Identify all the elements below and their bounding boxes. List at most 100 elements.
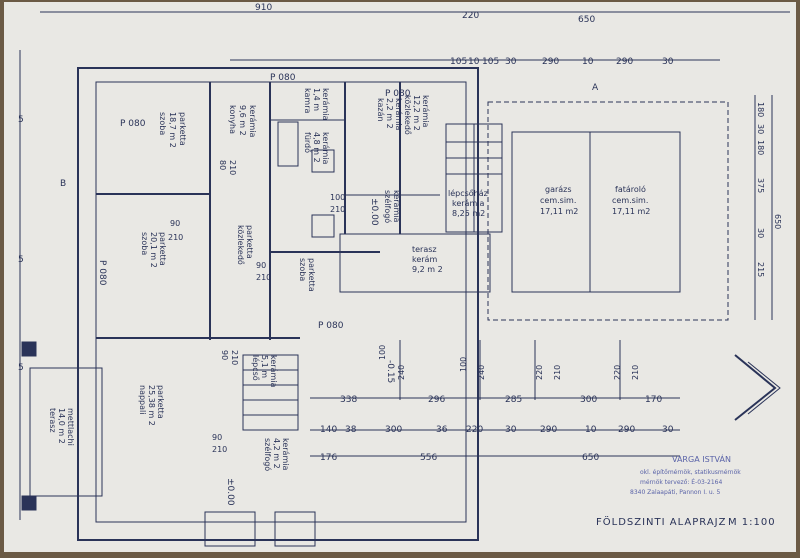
dim-right-30b: 30 <box>756 228 765 238</box>
door-1-w: 90 <box>170 219 180 228</box>
door-3-w: 90 <box>212 433 222 442</box>
room-szoba3-floor: parketta <box>307 258 316 292</box>
stamp-line3: 8340 Zalaapáti, Pannon I. u. 5 <box>630 489 721 496</box>
dim-top-105a: 105 <box>450 57 467 67</box>
room-szoba1-name: szoba <box>158 112 167 135</box>
column-2 <box>21 495 37 511</box>
terrace2-outline <box>339 233 491 293</box>
door-1-h: 210 <box>168 233 183 242</box>
dim-b2-10: 10 <box>585 425 597 435</box>
room-kazan-floor: kerámia <box>394 98 403 130</box>
room-lepcso-floor: kerámia <box>269 355 278 387</box>
room-kamra-name: kamra <box>303 88 312 113</box>
entry-steps-1 <box>204 511 256 547</box>
column-1 <box>21 341 37 357</box>
room-fatarolo-area: 17,11 m2 <box>612 207 650 216</box>
room-lepcso-name: lépcső <box>251 355 261 381</box>
dim-vert-210a: 210 <box>553 365 562 380</box>
section-marker-b: B <box>60 179 66 189</box>
stamp-line1: okl. építőmérnök, statikusmérnök <box>640 469 741 476</box>
dim-vert-220b: 220 <box>613 365 622 380</box>
stamp-name: VARGA ISTVÁN <box>672 453 731 464</box>
dim-right-215: 215 <box>756 262 765 277</box>
room-furdo-floor: kerámia <box>321 132 330 164</box>
dim-vert-100b: 100 <box>459 357 468 372</box>
dim-top-30a: 30 <box>505 57 517 67</box>
dim-b2-300: 300 <box>385 425 402 435</box>
room-lepcsohaz-floor: kerámia <box>452 199 484 208</box>
door-5-w: 90 <box>220 350 229 360</box>
outer-wall <box>77 67 479 541</box>
stamp-line2: mérnök tervező: É-03-2164 <box>640 478 722 486</box>
room-kozlekedo2-floor: parketta <box>245 225 254 259</box>
room-fatarolo-floor: cem.sim. <box>612 196 648 205</box>
window-mark-3: P 080 <box>270 73 296 83</box>
dim-top-220: 220 <box>462 11 479 21</box>
room-konyha-name: konyha <box>228 105 237 134</box>
room-garazs-floor: cem.sim. <box>540 196 576 205</box>
north-arrow <box>734 354 777 421</box>
room-szoba2-area: 20,1 m 2 <box>149 232 158 268</box>
entry-steps-2 <box>274 511 316 547</box>
dim-b1-296: 296 <box>428 395 445 405</box>
level-mark-1: ±0.00 <box>369 198 379 226</box>
bathtub <box>277 121 299 167</box>
room-szelfogo2-floor: kerámia <box>281 438 290 470</box>
dim-b2-30a: 30 <box>505 425 517 435</box>
door-6-h: 210 <box>330 205 345 214</box>
section-marker-a: A <box>592 83 599 93</box>
garage-inner <box>511 131 681 293</box>
dim-vert-220a: 220 <box>535 365 544 380</box>
room-fatarolo-name: fatároló <box>615 184 646 194</box>
room-lepcsohaz-area: 8,25 m2 <box>452 209 485 218</box>
dim-top-650: 650 <box>578 15 595 25</box>
dim-top-10a: 10 <box>468 57 480 67</box>
room-terasz1-area: 14,0 m 2 <box>57 408 66 444</box>
window-mark-2: P 080 <box>97 260 107 286</box>
room-kozlekedo1-area: 12,2 m 2 <box>412 95 421 131</box>
dim-vert-100a: 100 <box>378 345 387 360</box>
window-mark-1: P 080 <box>120 119 146 129</box>
dim-b1-338: 338 <box>340 395 357 405</box>
door-4-w: 80 <box>218 160 227 170</box>
terrace1-outline <box>29 367 103 497</box>
room-kamra-area: 1,4 m <box>312 88 321 111</box>
dim-top-30b: 30 <box>662 57 674 67</box>
room-szoba1-area: 18,7 m 2 <box>168 112 177 148</box>
dim-b2-220: 220 <box>466 425 483 435</box>
room-szoba2-name: szoba <box>140 232 149 255</box>
dim-b2-38: 38 <box>345 425 357 435</box>
dim-right-650: 650 <box>773 214 782 229</box>
room-terasz1-name: terasz <box>48 408 57 433</box>
room-terasz2-name: terasz <box>412 245 437 254</box>
room-lepcsohaz-name: lépcsőház <box>448 188 488 198</box>
dim-b1-300: 300 <box>580 395 597 405</box>
window-mark-5: P 080 <box>318 321 344 331</box>
room-szoba3-name: szoba <box>298 258 307 281</box>
room-kozlekedo2-name: közlekedő <box>236 225 245 265</box>
room-szelfogo2-name: szélfogó <box>263 438 273 471</box>
dim-top-290b: 290 <box>616 57 633 67</box>
door-3-h: 210 <box>212 445 227 454</box>
fixture-2 <box>311 214 335 238</box>
dim-b1-170: 170 <box>645 395 662 405</box>
door-2-w: 90 <box>256 261 266 270</box>
room-lepcso-area: 5,1 m <box>260 355 269 378</box>
dim-top-910: 910 <box>255 3 272 13</box>
dim-b2-140: 140 <box>320 425 337 435</box>
room-terasz2-area: 9,2 m 2 <box>412 265 443 274</box>
room-kamra-floor: kerámia <box>321 88 330 120</box>
dim-vert-240b: 240 <box>477 365 486 380</box>
room-furdo-area: 4,8 m 2 <box>312 132 321 163</box>
room-konyha-area: 9,6 m 2 <box>238 105 247 136</box>
garage-outline <box>487 101 729 321</box>
room-kazan-area: 2,2 m 2 <box>385 98 394 129</box>
room-terasz2-floor: kerám <box>412 255 437 264</box>
room-konyha-floor: kerámia <box>248 105 257 137</box>
dim-right-180a: 180 <box>756 102 765 117</box>
dim-top-105b: 105 <box>482 57 499 67</box>
dim-b2-30b: 30 <box>662 425 674 435</box>
room-szelfogo2-area: 4,2 m 2 <box>272 438 281 469</box>
